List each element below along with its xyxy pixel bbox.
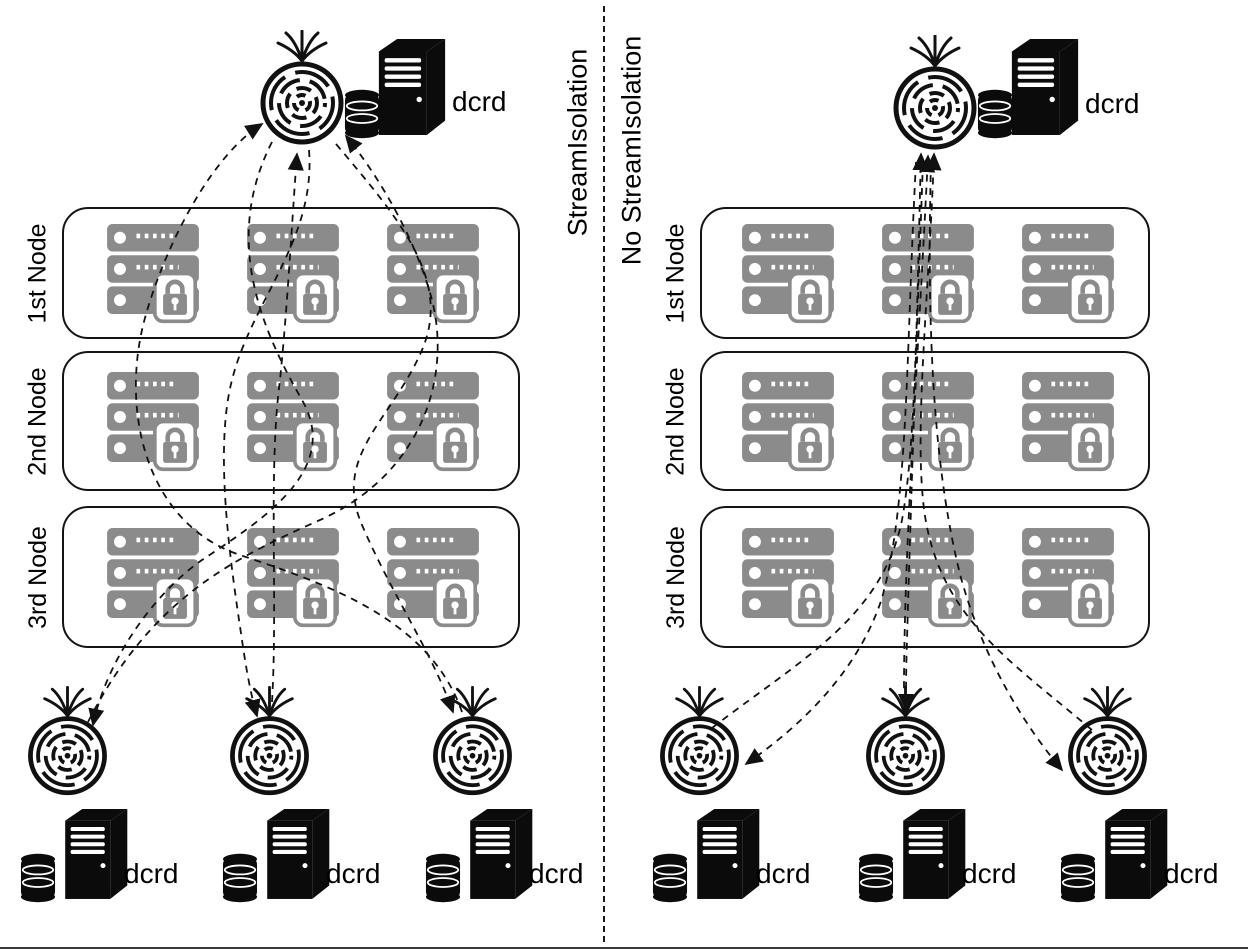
tor-onion-icon (1060, 686, 1155, 796)
server-rack-icon (1022, 224, 1114, 325)
node-label-left-2: 2nd Node (18, 351, 58, 491)
node-label-text: 2nd Node (661, 366, 690, 476)
node-label-text: 1st Node (23, 222, 52, 324)
node-box-left-3 (62, 506, 520, 648)
server-rack-icon (742, 528, 834, 629)
figure-border-bottom (0, 947, 1248, 949)
node-label-right-3: 3rd Node (656, 506, 696, 648)
panel-divider-line (603, 6, 605, 942)
server-rack-icon (247, 224, 339, 325)
server-rack-icon (107, 528, 199, 629)
node-label-text: 1st Node (661, 222, 690, 324)
node-box-left-1 (62, 207, 520, 339)
tor-onion-icon (222, 686, 317, 796)
tor-onion-icon (252, 30, 352, 145)
disk-stack-icon (425, 852, 461, 904)
server-rack-icon (1022, 528, 1114, 629)
dcrd-label: dcrd (124, 858, 179, 889)
server-rack-icon (387, 528, 479, 629)
node-label-text: 3rd Node (661, 525, 690, 629)
disk-stack-icon (652, 852, 688, 904)
server-rack-icon (882, 528, 974, 629)
node-box-left-2 (62, 351, 520, 491)
tor-onion-icon (885, 35, 985, 150)
caption-no-stream-isolation: No StreamIsolation (610, 35, 654, 265)
dcrd-label: dcrd (326, 858, 381, 889)
node-label-text: 3rd Node (23, 525, 52, 629)
tor-onion-icon (20, 686, 115, 796)
dcrd-label: dcrd (1164, 858, 1219, 889)
server-rack-icon (882, 372, 974, 473)
node-box-right-3 (700, 506, 1150, 648)
node-label-right-2: 2nd Node (656, 351, 696, 491)
server-rack-icon (107, 372, 199, 473)
node-label-left-3: 3rd Node (18, 506, 58, 648)
dcrd-label: dcrd (756, 858, 811, 889)
caption-text: No StreamIsolation (616, 35, 647, 265)
disk-stack-icon (20, 852, 56, 904)
dcrd-label: dcrd (962, 858, 1017, 889)
node-box-right-2 (700, 351, 1150, 491)
tor-onion-icon (425, 686, 520, 796)
server-rack-icon (882, 224, 974, 325)
disk-stack-icon (222, 852, 258, 904)
node-label-right-1: 1st Node (656, 207, 696, 339)
server-rack-icon (387, 372, 479, 473)
tor-onion-icon (858, 686, 953, 796)
node-label-left-1: 1st Node (18, 207, 58, 339)
caption-text: StreamIsolation (562, 48, 593, 237)
node-box-right-1 (700, 207, 1150, 339)
disk-stack-icon (1060, 852, 1096, 904)
server-rack-icon (742, 372, 834, 473)
server-rack-icon (247, 372, 339, 473)
caption-stream-isolation: StreamIsolation (556, 35, 600, 250)
node-label-text: 2nd Node (23, 366, 52, 476)
server-rack-icon (107, 224, 199, 325)
server-rack-icon (1022, 372, 1114, 473)
disk-stack-icon (858, 852, 894, 904)
server-rack-icon (742, 224, 834, 325)
dcrd-label: dcrd (529, 858, 584, 889)
tor-onion-icon (652, 686, 747, 796)
server-rack-icon (247, 528, 339, 629)
server-rack-icon (387, 224, 479, 325)
dcrd-label: dcrd (1085, 88, 1140, 119)
dcrd-label: dcrd (452, 86, 507, 117)
